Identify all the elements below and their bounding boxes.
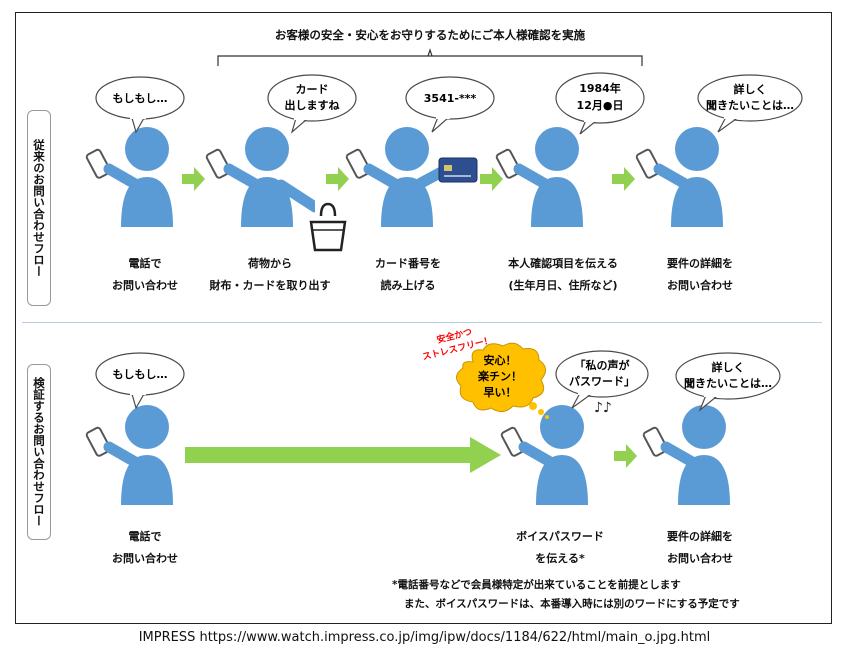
step-label: 要件の詳細を お問い合わせ [667, 257, 733, 292]
speech-bubble: 1984年 12月●日 [555, 72, 645, 135]
long-flow-arrow [185, 437, 501, 473]
step-label: ボイスパスワード を伝える* [516, 530, 604, 565]
bag-icon [309, 202, 347, 252]
step-label: 荷物から 財布・カードを取り出す [209, 257, 331, 292]
speech-bubble: 詳しく 聞きたいことは… [675, 352, 781, 412]
bubble-text: カード [296, 83, 329, 96]
flow-arrow [614, 444, 637, 468]
speech-bubble: カード 出しますね [267, 74, 357, 134]
person-figure [500, 405, 588, 505]
person-figure [85, 405, 173, 505]
bubble-text: 聞きたいことは… [706, 99, 794, 112]
flow-arrow [326, 167, 349, 191]
bubble-text: 3541-*** [424, 92, 477, 105]
person-figure [495, 127, 583, 227]
burst-text: 安心！ [484, 353, 517, 367]
conventional-flow-label: 従来のお問い合わせフロー [27, 110, 51, 306]
burst-text: 楽チン！ [477, 369, 522, 383]
footnote: *電話番号などで会員様特定が出来ていることを前提とします また、ボイスパスワード… [392, 579, 740, 610]
bubble-text: 詳しく [734, 82, 767, 96]
person-figure [205, 127, 315, 227]
bubble-text: 詳しく [712, 360, 745, 374]
bubble-text: 「私の声が [575, 358, 630, 372]
bubble-text: パスワード」 [569, 375, 635, 388]
burst-text: 早い！ [484, 386, 517, 399]
step-label: 本人確認項目を伝える (生年月日、住所など) [508, 257, 618, 292]
music-notes-icon: ♪♪ [594, 400, 612, 416]
flow-arrow [182, 167, 205, 191]
person-figure [85, 127, 173, 227]
bubble-text: 1984年 [579, 81, 621, 95]
bubble-text: 聞きたいことは… [684, 377, 772, 390]
speech-bubble: もしもし… [95, 352, 185, 410]
stress-free-tag: 安全かつ ストレスフリー！ [421, 326, 494, 363]
flow-arrow [612, 167, 635, 191]
person-figure [345, 127, 453, 227]
bubble-text: もしもし… [113, 368, 168, 381]
person-figure [642, 405, 730, 505]
speech-bubble: もしもし… [95, 76, 185, 134]
bubble-text: 出しますね [285, 98, 340, 112]
header-title: お客様の安全・安心をお守りするためにご本人様確認を実施 [274, 28, 586, 42]
section-divider [22, 322, 822, 323]
bubble-text: 12月●日 [577, 99, 624, 112]
step-label: 電話で お問い合わせ [112, 257, 178, 292]
speech-bubble: 詳しく 聞きたいことは… [697, 74, 803, 133]
header-bracket [217, 48, 643, 66]
step-label: カード番号を 読み上げる [375, 257, 441, 292]
speech-bubble: 「私の声が パスワード」 [555, 350, 649, 409]
thought-burst: 安心！ 楽チン！ 早い！ [456, 342, 549, 419]
flow-arrow [480, 167, 503, 191]
person-figure [635, 127, 723, 227]
speech-bubble: 3541-*** [405, 76, 495, 133]
verification-flow-label: 検証するお問い合わせフロー [27, 364, 51, 540]
step-label: 要件の詳細を お問い合わせ [667, 530, 733, 565]
figure-frame [15, 12, 832, 624]
step-label: 電話で お問い合わせ [112, 530, 178, 565]
bubble-text: もしもし… [113, 92, 168, 105]
source-caption: IMPRESS https://www.watch.impress.co.jp/… [138, 630, 711, 645]
credit-card-icon [438, 157, 478, 183]
